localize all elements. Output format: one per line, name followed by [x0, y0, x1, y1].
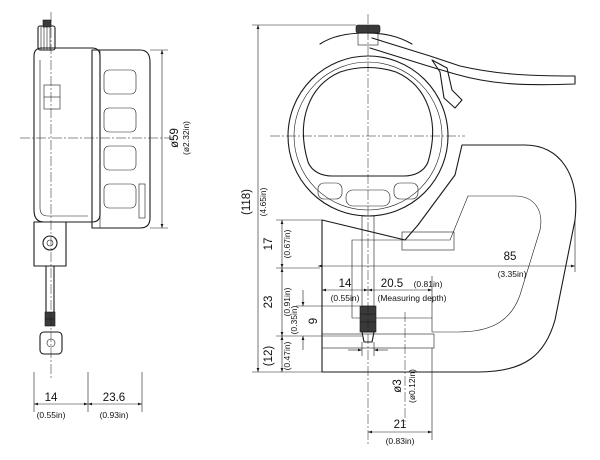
dim-frame-mid-in: (0.91in): [282, 287, 292, 316]
dim-dial-diameter-mm: ø59: [169, 128, 181, 148]
dim-throat-depth-mm: 85: [504, 251, 517, 263]
dim-measuring-depth-label: (Measuring depth): [378, 293, 447, 303]
dim-lower-block-mm: (12): [263, 346, 275, 367]
dim-lower-block-in: (0.47in): [282, 341, 292, 370]
dim-throat-depth-in: (3.35in): [498, 269, 527, 279]
front-label-plate: [401, 231, 455, 251]
dim-upper-block-mm: 17: [263, 238, 275, 251]
side-clamp-knob: [37, 19, 56, 51]
dim-anvil-diameter-mm: ø3: [392, 379, 404, 392]
dim-measuring-depth-in: (0.81in): [414, 279, 443, 289]
dim-spindle-offset-in: (0.55in): [331, 293, 360, 303]
front-view: [270, 14, 577, 445]
front-frame-inner: [351, 195, 542, 333]
front-button-left: [317, 182, 343, 200]
dimensions: 14 (0.55in) 23.6 (0.93in) ø59 (ø2.32in) …: [33, 24, 576, 446]
dim-side-depth-mm: 23.6: [103, 392, 125, 404]
dim-anvil-width-mm: 21: [394, 419, 407, 431]
front-frame: [321, 144, 577, 373]
dim-measuring-depth-mm: 20.5: [381, 278, 403, 290]
side-body: [33, 47, 101, 223]
front-lift-lever: [369, 37, 576, 86]
dim-upper-block-in: (0.67in): [282, 229, 292, 258]
front-button-right: [393, 182, 419, 200]
dim-dial-diameter-in: (ø2.32in): [181, 121, 191, 155]
dim-side-width-mm: 14: [45, 392, 58, 404]
dim-anvil-width-in: (0.83in): [386, 436, 415, 446]
side-lower-frame: [33, 221, 67, 267]
dim-overall-height-mm: (118): [241, 189, 253, 215]
dim-anvil-gap-mm: 9: [308, 318, 320, 324]
dim-overall-height-in: (4.65in): [258, 187, 268, 216]
dim-anvil-diameter-in: (ø0.12in): [407, 369, 417, 403]
dim-side-depth-in: (0.93in): [100, 410, 129, 420]
dim-side-width-in: (0.55in): [37, 410, 66, 420]
dim-spindle-offset-mm: 14: [339, 278, 352, 290]
side-view: [20, 12, 175, 380]
side-screw: [42, 235, 58, 251]
dim-anvil-gap-in: (0.35in): [289, 305, 299, 334]
side-dial-bezel: [91, 49, 151, 229]
front-display-window: [302, 66, 434, 177]
dim-frame-mid-mm: 23: [263, 296, 275, 309]
